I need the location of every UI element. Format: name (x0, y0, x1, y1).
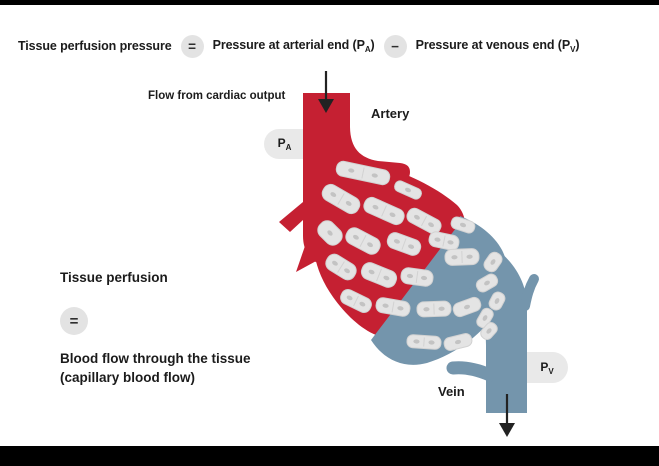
pa-pressure-badge: PA (264, 129, 305, 159)
tissue-cell (483, 251, 503, 273)
cell-nucleus (389, 212, 396, 218)
vein-upper-branch (520, 274, 539, 311)
cell-nucleus (420, 275, 428, 281)
cell-nucleus (423, 307, 430, 312)
cell-nucleus (382, 303, 389, 308)
tissue-cell (428, 231, 460, 251)
cell-nucleus (463, 304, 471, 310)
artery-label: Artery (371, 106, 410, 121)
pv-pressure-badge: PV (526, 352, 568, 383)
tissue-cell (406, 334, 442, 350)
arterial-pressure-label: Pressure at arterial end (PA) (212, 38, 375, 54)
tissue-cell (452, 296, 482, 318)
tissue-cell (375, 297, 411, 317)
tissue-cell (394, 180, 422, 200)
flow-from-cardiac-output-label: Flow from cardiac output (148, 90, 286, 102)
cell-nucleus (367, 242, 373, 248)
cell-nucleus (447, 240, 454, 245)
cell-nucleus (348, 168, 355, 173)
cell-nucleus (454, 339, 462, 345)
cell-nucleus (438, 306, 445, 311)
tissue-cell (416, 300, 452, 318)
cell-nucleus (344, 268, 350, 274)
tissue-cell (406, 207, 442, 235)
tissue-perfusion-definition: Blood flow through the tissue (capillary… (60, 351, 251, 385)
capillary-tissue-cells (317, 160, 506, 351)
minus-pill-icon: − (383, 34, 407, 58)
top-black-bar (0, 0, 659, 5)
cell-nucleus (383, 275, 390, 281)
cell-nucleus (494, 298, 500, 304)
cell-nucleus (372, 204, 379, 210)
perfusion-pressure-equation: Tissue perfusion pressure = Pressure at … (18, 33, 580, 59)
tissue-cell (450, 216, 476, 234)
tissue-cell (488, 291, 506, 311)
tissue-cell (360, 262, 398, 288)
cell-nucleus (414, 214, 420, 220)
cell-nucleus (434, 237, 441, 242)
cell-nucleus (353, 234, 359, 240)
tissue-cell (480, 322, 498, 340)
tissue-cell (321, 183, 361, 215)
cell-nucleus (484, 280, 490, 286)
cell-nucleus (486, 328, 492, 334)
vein-side-branch (446, 361, 497, 382)
tissue-cell (443, 333, 473, 351)
tissue-cell (325, 253, 357, 281)
bottom-black-bar (0, 446, 659, 466)
cell-nucleus (466, 254, 473, 259)
tissue-cell (345, 227, 381, 255)
cell-nucleus (405, 187, 411, 193)
tissue-cell (317, 220, 343, 246)
cell-nucleus (346, 295, 353, 301)
tissue-cell (363, 196, 405, 226)
cell-nucleus (428, 222, 434, 228)
cell-nucleus (490, 259, 496, 265)
cell-nucleus (393, 239, 400, 244)
cell-nucleus (332, 260, 338, 266)
equation-lhs: Tissue perfusion pressure (18, 39, 172, 53)
tissue-cell (400, 267, 434, 287)
tissue-cell (386, 232, 422, 256)
cell-nucleus (330, 192, 337, 197)
cell-nucleus (451, 255, 458, 260)
tissue-cell (475, 273, 499, 293)
cell-nucleus (428, 340, 435, 345)
vein-label: Vein (438, 384, 465, 399)
cell-nucleus (459, 222, 467, 228)
definition-equals-pill-icon: = (60, 307, 88, 335)
cell-nucleus (359, 301, 366, 307)
cell-nucleus (397, 306, 404, 311)
cell-nucleus (345, 201, 352, 206)
cell-nucleus (408, 244, 415, 249)
tissue-cell (444, 248, 480, 266)
tissue-cell (340, 289, 372, 313)
cell-nucleus (327, 230, 333, 236)
cell-nucleus (413, 339, 420, 344)
outflow-arrow-icon (499, 394, 515, 437)
equals-pill-icon: = (180, 34, 204, 58)
cell-nucleus (371, 173, 378, 178)
cell-nucleus (482, 315, 488, 321)
inflow-arrow-icon (318, 71, 334, 113)
cell-nucleus (368, 269, 375, 275)
tissue-cell (335, 160, 391, 186)
cell-nucleus (406, 273, 414, 279)
venous-pressure-label: Pressure at venous end (PV) (415, 38, 580, 54)
tissue-perfusion-term: Tissue perfusion (60, 270, 168, 285)
